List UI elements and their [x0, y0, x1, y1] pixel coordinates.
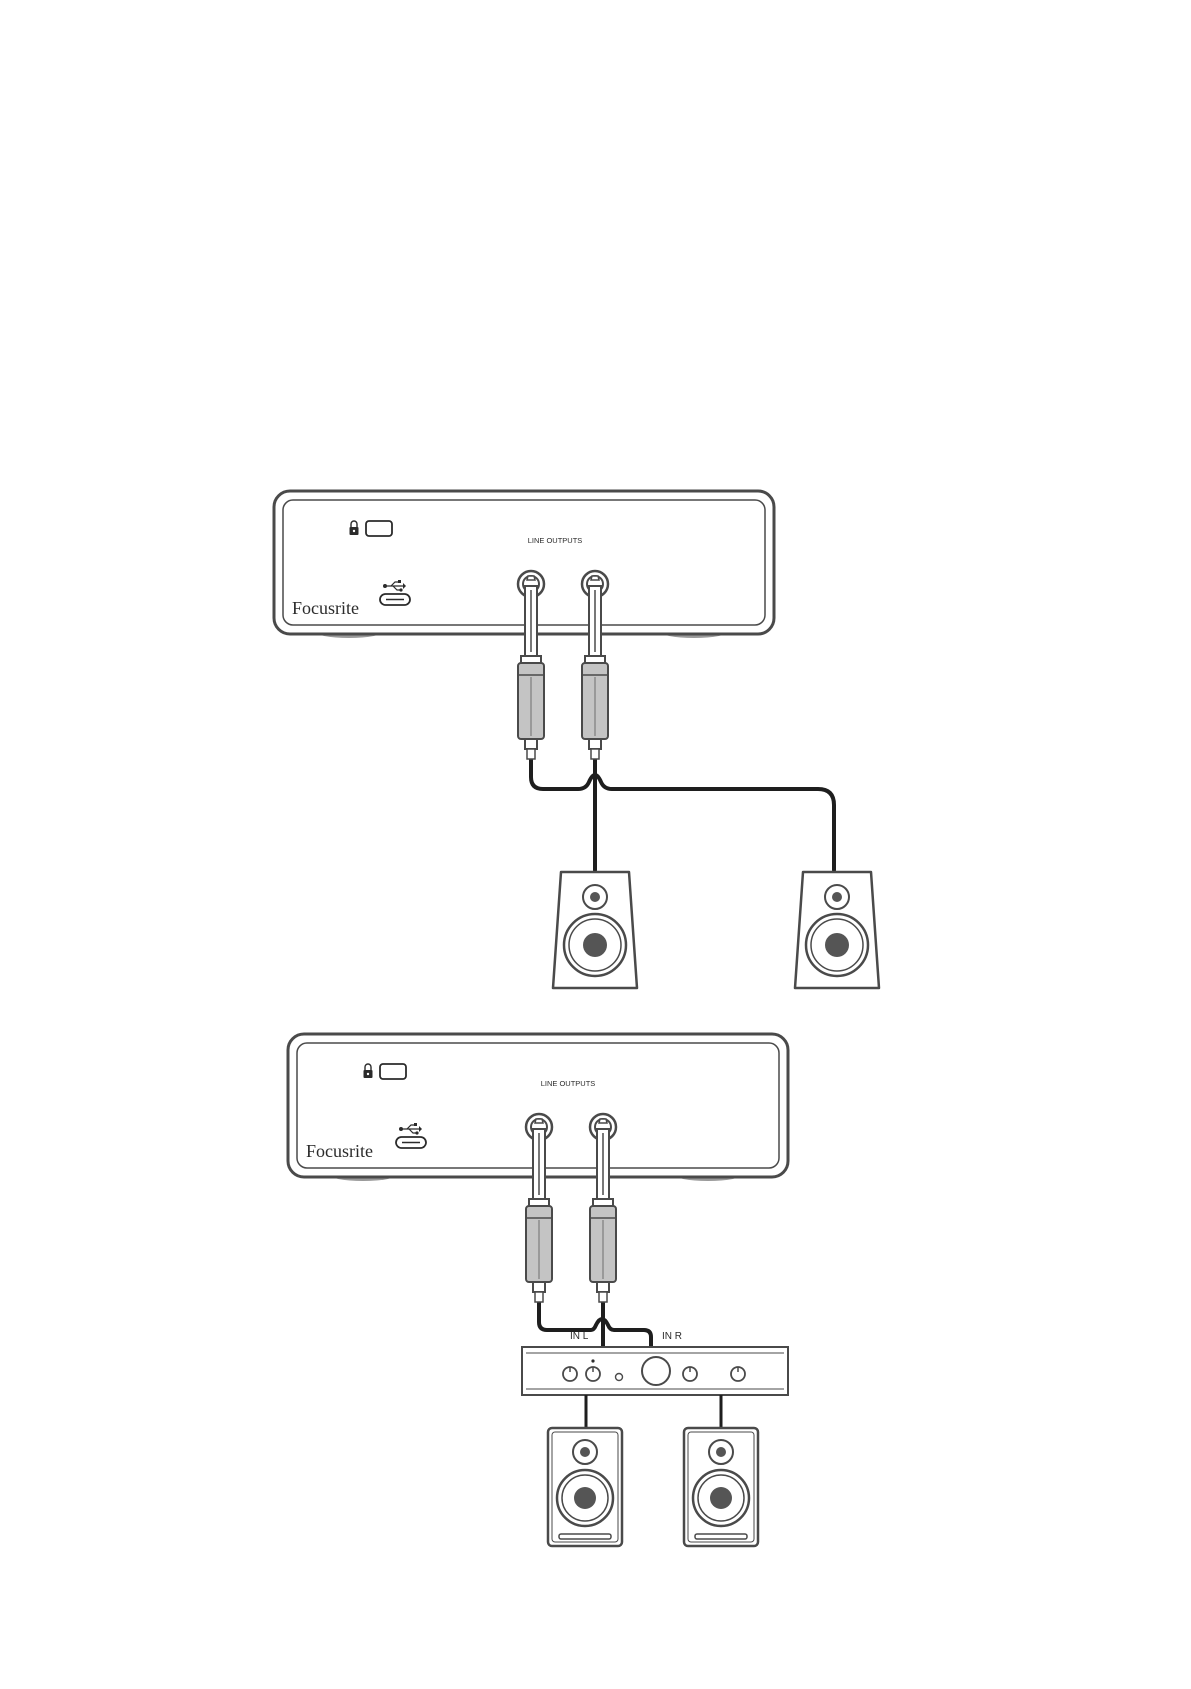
power-led: [591, 1359, 594, 1362]
line-outputs-label: LINE OUTPUTS: [528, 536, 583, 545]
speaker-icon: [684, 1428, 758, 1546]
knob-icon: [683, 1367, 697, 1381]
focusrite-logo: Focusrite: [306, 1141, 373, 1161]
audio-cables: [539, 1300, 651, 1347]
audio-cables: [531, 757, 834, 870]
cable-left-output: [539, 1300, 651, 1347]
indicator-icon: [616, 1374, 623, 1381]
amplifier: IN L IN R: [522, 1331, 788, 1395]
knob-icon: [563, 1367, 577, 1381]
knob-icon: [731, 1367, 745, 1381]
focusrite-logo: Focusrite: [292, 598, 359, 618]
kensington-slot: [366, 521, 392, 536]
diagram-1-active-speakers: Focusrite LINE OUTPUTS: [274, 491, 879, 988]
diagram-2-amplifier: Focusrite LINE OUTPUTS IN L IN R: [288, 1034, 788, 1546]
speaker-cables: [586, 1395, 721, 1428]
amp-input-right-label: IN R: [662, 1331, 682, 1342]
line-outputs-label: LINE OUTPUTS: [541, 1079, 596, 1088]
speaker-icon: [548, 1428, 622, 1546]
amp-input-left-label: IN L: [570, 1331, 589, 1342]
speaker-icon: [795, 872, 879, 988]
cable-left-output: [531, 757, 834, 870]
kensington-slot: [380, 1064, 406, 1079]
knob-icon: [586, 1367, 600, 1381]
volume-knob-icon: [642, 1357, 670, 1385]
speaker-icon: [553, 872, 637, 988]
